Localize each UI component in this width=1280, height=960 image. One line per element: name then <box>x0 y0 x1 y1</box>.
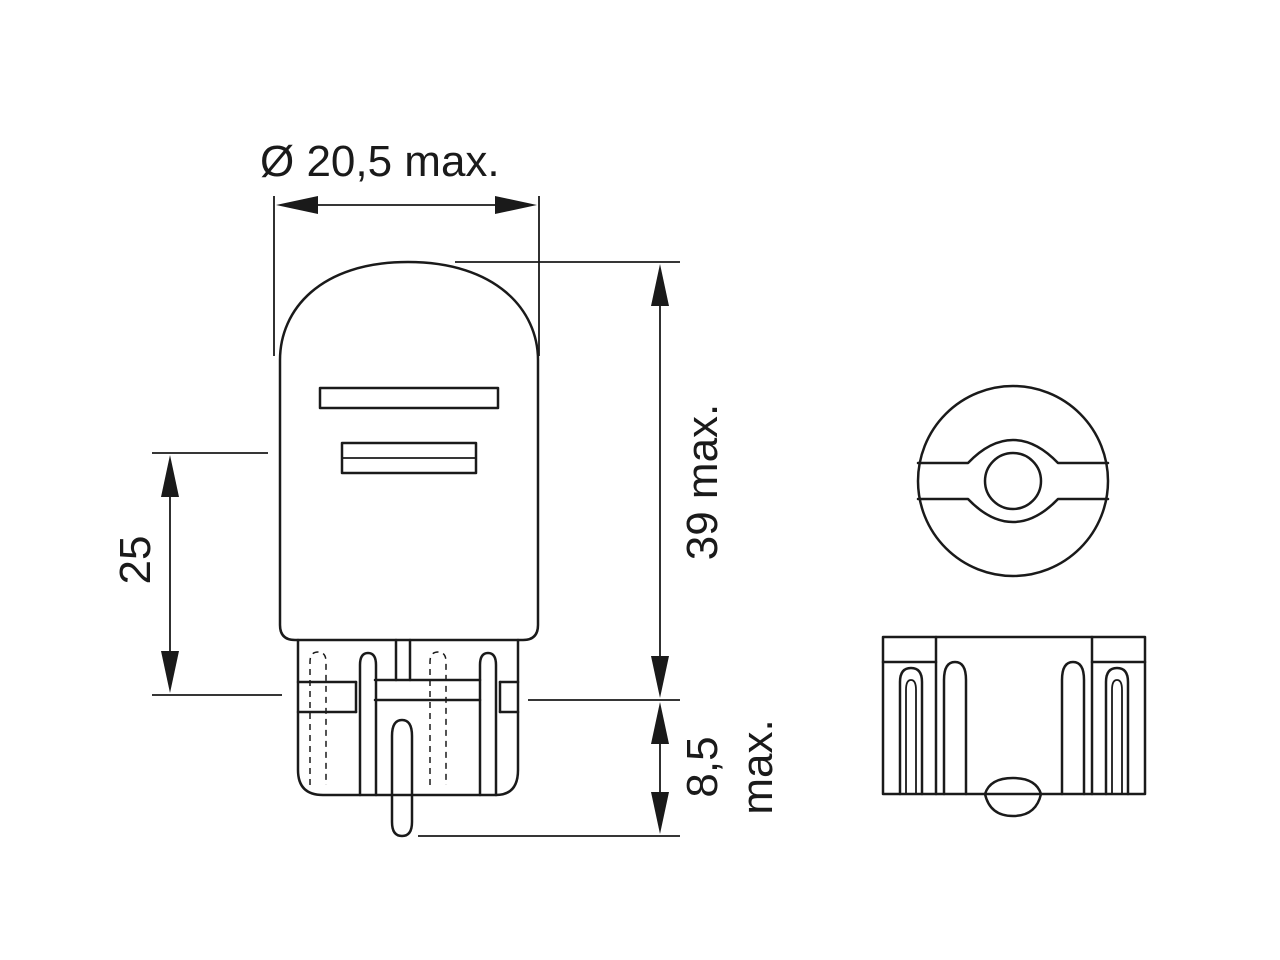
dimension-height-base-value: 8,5 <box>678 736 727 797</box>
contact-wire-left <box>358 651 378 797</box>
contact-wire-hidden-right <box>429 651 447 785</box>
bulb-side-view <box>278 260 540 838</box>
bulb-top-view <box>916 384 1110 578</box>
bulb-tip <box>390 718 414 838</box>
bulb-glass-outline <box>278 260 540 642</box>
dimension-diameter: Ø 20,5 max. <box>260 137 540 356</box>
dimension-height-total: 39 max. <box>455 261 727 701</box>
filament-upper <box>318 386 500 410</box>
contact-wire-right <box>478 651 498 797</box>
dimension-height-body-label: 25 <box>111 536 160 585</box>
dimension-height-base: 8,5 max. <box>418 702 782 837</box>
dimension-diameter-label: Ø 20,5 max. <box>260 137 500 186</box>
dimension-height-total-label: 39 max. <box>678 404 727 561</box>
dimension-height-base-suffix: max. <box>733 719 782 814</box>
bulb-wedge-base <box>296 638 520 797</box>
bulb-base-side-view <box>881 635 1147 818</box>
dimension-height-body: 25 <box>111 452 282 696</box>
contact-wire-hidden-left <box>309 651 327 785</box>
